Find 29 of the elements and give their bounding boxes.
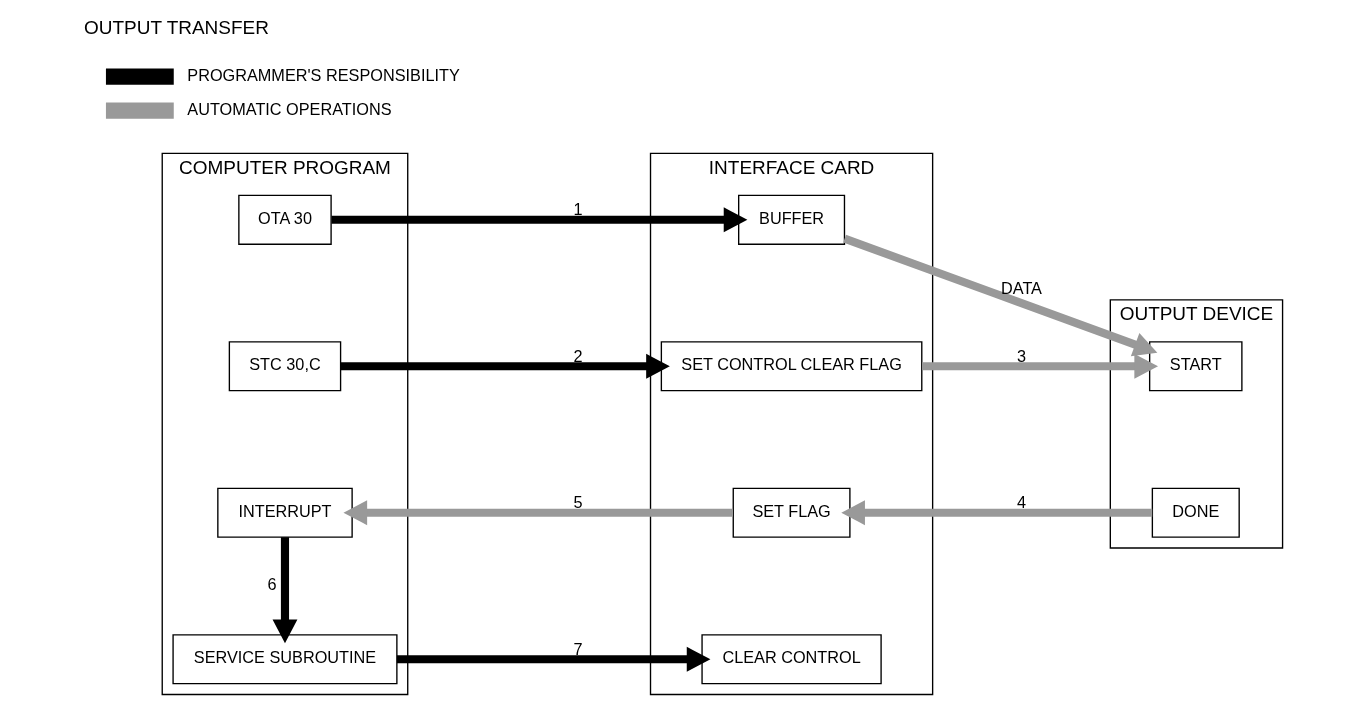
- edge-label: 5: [572, 493, 582, 512]
- edge-label: 3: [1016, 346, 1026, 365]
- node-box: SET CONTROL CLEAR FLAG: [660, 341, 922, 392]
- edge-label: DATA: [1000, 278, 1042, 297]
- edge-label: 7: [572, 639, 582, 658]
- node-box: DONE: [1151, 487, 1240, 538]
- node-box: START: [1148, 341, 1243, 392]
- arrow: [272, 537, 297, 644]
- node-box: SERVICE SUBROUTINE: [171, 634, 398, 685]
- legend-label: PROGRAMMER'S RESPONSIBILITY: [186, 65, 460, 84]
- node-box: STC 30,C: [228, 341, 341, 392]
- node-box: INTERRUPT: [216, 487, 353, 538]
- node-box: CLEAR CONTROL: [700, 634, 882, 685]
- node-box: OTA 30: [237, 194, 332, 245]
- arrow: [340, 353, 670, 379]
- legend-label: AUTOMATIC OPERATIONS: [186, 99, 392, 118]
- arrow: [840, 500, 1152, 526]
- arrow: [921, 353, 1158, 379]
- edge-label: 6: [267, 575, 277, 594]
- arrow: [842, 234, 1157, 357]
- node-box: SET FLAG: [732, 487, 851, 538]
- edge-label: 1: [572, 200, 582, 219]
- edge-label: 2: [572, 346, 582, 365]
- arrow: [331, 207, 747, 233]
- node-box: BUFFER: [737, 194, 845, 245]
- diagram-title: OUTPUT TRANSFER: [83, 17, 269, 39]
- arrow: [396, 646, 710, 672]
- edge-label: 4: [1016, 493, 1026, 512]
- arrow: [342, 500, 733, 526]
